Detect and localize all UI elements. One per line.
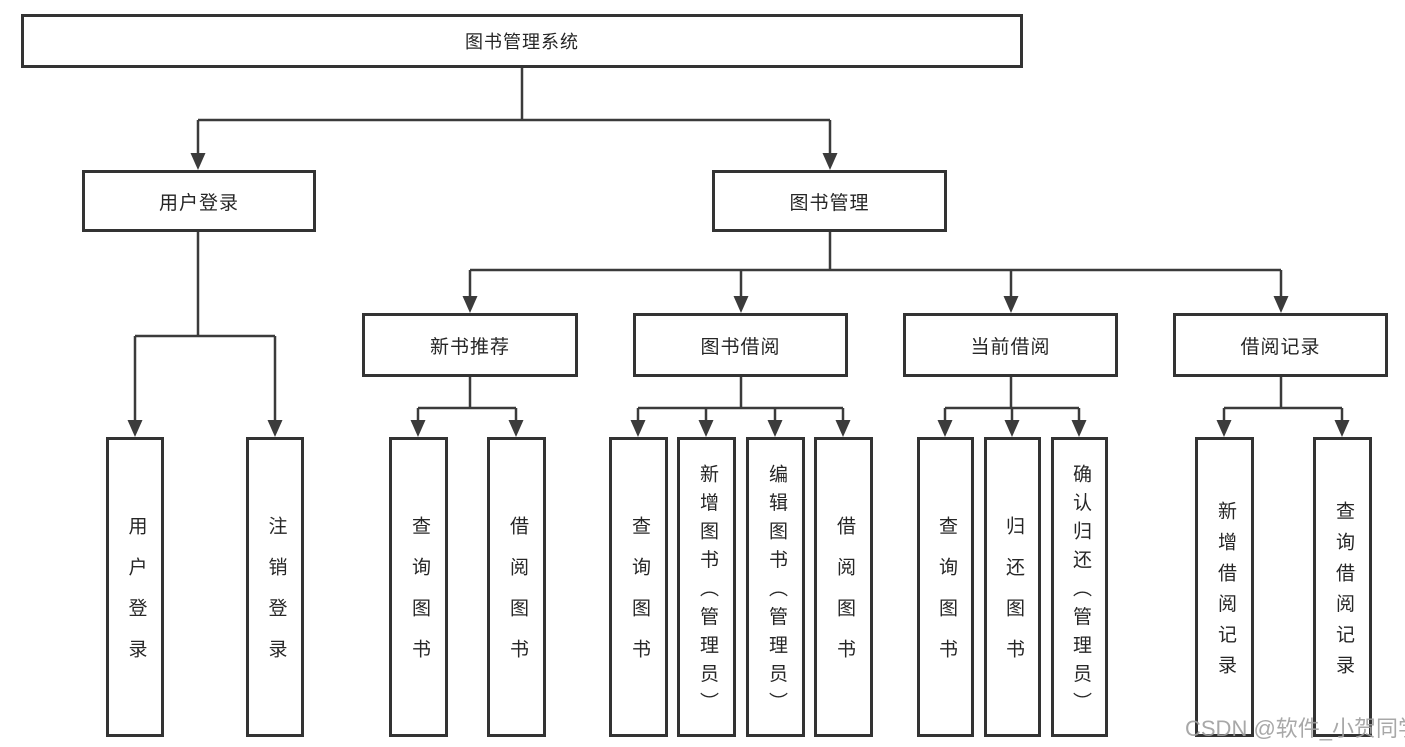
leaf-borrow-books-recommend: 借阅图书 (487, 437, 546, 737)
node-label: 查询图书 (408, 516, 430, 680)
leaf-logout: 注销登录 (246, 437, 304, 737)
node-label: 查询图书 (628, 516, 650, 680)
node-label: 查询图书 (935, 516, 957, 680)
node-label: 编辑图书（管理员） (765, 463, 787, 721)
node-label: 图书管理系统 (465, 32, 579, 52)
node-current-borrow: 当前借阅 (903, 313, 1118, 377)
leaf-edit-books-admin: 编辑图书（管理员） (746, 437, 805, 737)
leaf-confirm-return-admin: 确认归还（管理员） (1051, 437, 1108, 737)
node-user-login-branch: 用户登录 (82, 170, 316, 232)
node-label: 图书管理 (789, 192, 870, 214)
node-label: 新增图书（管理员） (696, 463, 718, 721)
node-label: 用户登录 (125, 516, 147, 680)
node-new-book-recommend: 新书推荐 (362, 313, 578, 377)
node-label: 查询借阅记录 (1332, 500, 1354, 686)
node-label: 图书借阅 (700, 336, 781, 358)
leaf-add-borrow-record: 新增借阅记录 (1195, 437, 1254, 737)
csdn-watermark: CSDN @软件_小贺同学 (1185, 716, 1405, 741)
node-label: 借阅图书 (833, 516, 855, 680)
node-label: 借阅记录 (1240, 336, 1321, 358)
node-label: 用户登录 (158, 192, 239, 214)
node-book-management-branch: 图书管理 (712, 170, 947, 232)
leaf-query-books-current: 查询图书 (917, 437, 974, 737)
leaf-borrow-books: 借阅图书 (814, 437, 873, 737)
node-label: 注销登录 (265, 516, 287, 680)
node-label: 借阅图书 (506, 516, 528, 680)
leaf-query-books-recommend: 查询图书 (389, 437, 448, 737)
node-label: 归还图书 (1002, 516, 1024, 680)
node-borrow-records: 借阅记录 (1173, 313, 1388, 377)
node-root-system: 图书管理系统 (21, 14, 1023, 68)
node-label: 当前借阅 (970, 336, 1051, 358)
node-book-borrow: 图书借阅 (633, 313, 848, 377)
leaf-user-login: 用户登录 (106, 437, 164, 737)
leaf-query-books-borrow: 查询图书 (609, 437, 668, 737)
node-label: 确认归还（管理员） (1069, 463, 1091, 721)
node-label: 新增借阅记录 (1214, 500, 1236, 686)
leaf-query-borrow-record: 查询借阅记录 (1313, 437, 1372, 737)
node-label: 新书推荐 (429, 336, 510, 358)
leaf-add-books-admin: 新增图书（管理员） (677, 437, 736, 737)
leaf-return-books: 归还图书 (984, 437, 1041, 737)
